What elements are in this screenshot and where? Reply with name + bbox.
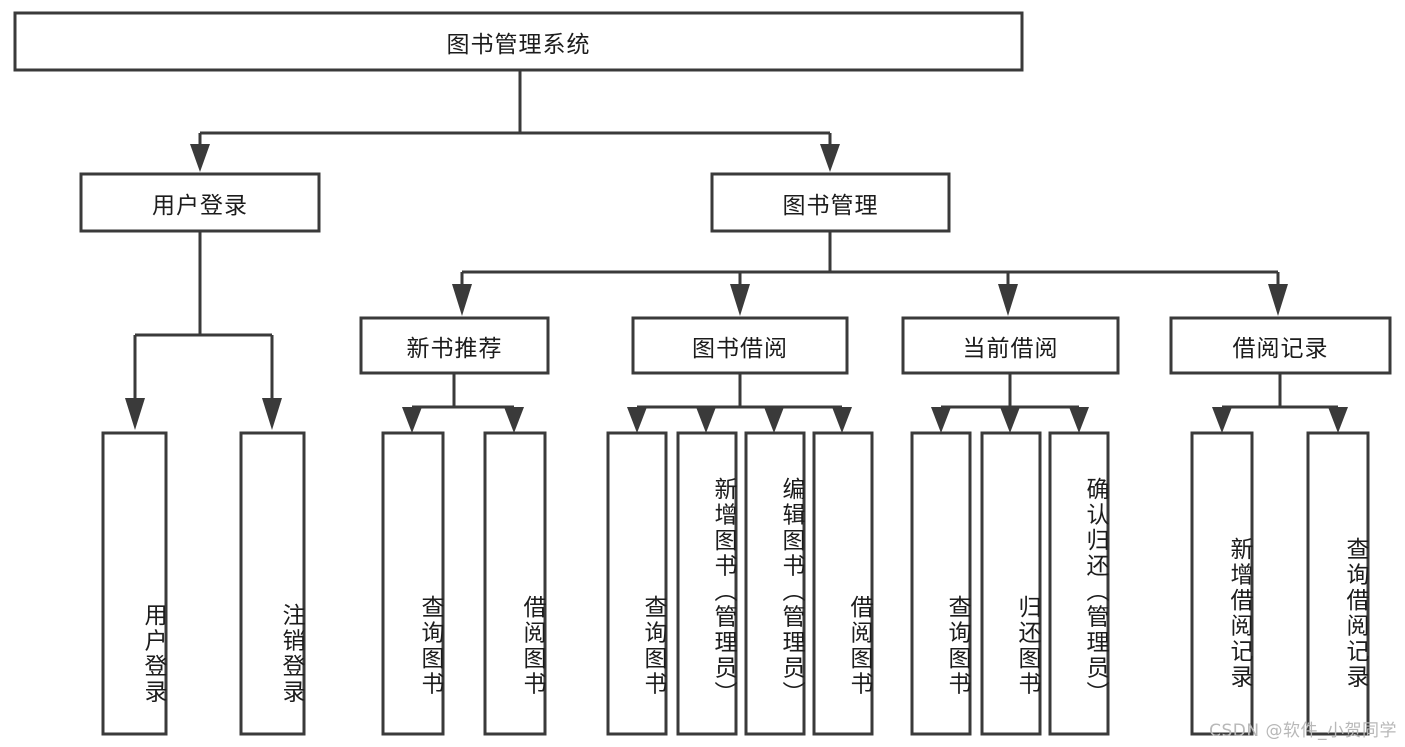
node-box-leaf-cb-2[interactable] bbox=[980, 431, 1042, 736]
node-box-book-manage[interactable] bbox=[710, 172, 951, 233]
arrow-head-cb-2 bbox=[1000, 407, 1020, 433]
arrow-head-bb-2 bbox=[696, 407, 716, 433]
node-box-leaf-nb-2[interactable] bbox=[483, 431, 547, 736]
node-box-leaf-nb-1[interactable] bbox=[381, 431, 445, 736]
node-box-user-login[interactable] bbox=[79, 172, 321, 233]
arrow-head-l3-2 bbox=[730, 284, 750, 316]
arrow-head-l3-4 bbox=[1268, 284, 1288, 316]
connector-user-login-to-leaves bbox=[125, 231, 282, 430]
connector-book-borrow-to-leaves bbox=[627, 373, 852, 433]
arrow-head-nb-2 bbox=[504, 407, 524, 433]
node-box-leaf-br-1[interactable] bbox=[1190, 431, 1254, 736]
arrow-head-nb-1 bbox=[402, 407, 422, 433]
node-box-leaf-bb-2[interactable] bbox=[676, 431, 738, 736]
node-box-book-borrow[interactable] bbox=[631, 316, 849, 375]
arrow-head-ul-2 bbox=[262, 398, 282, 430]
watermark-text: CSDN @软件_小贺同学 bbox=[1209, 721, 1397, 741]
node-box-leaf-ul-2[interactable] bbox=[239, 431, 306, 736]
arrow-head-bb-4 bbox=[832, 407, 852, 433]
arrow-head-bb-3 bbox=[764, 407, 784, 433]
node-box-leaf-bb-1[interactable] bbox=[606, 431, 668, 736]
node-box-leaf-ul-1[interactable] bbox=[101, 431, 168, 736]
arrow-head-ul-1 bbox=[125, 398, 145, 430]
node-box-leaf-cb-3[interactable] bbox=[1048, 431, 1110, 736]
node-box-leaf-bb-3[interactable] bbox=[744, 431, 806, 736]
arrow-head-bb-1 bbox=[627, 407, 647, 433]
connector-root-to-level2 bbox=[190, 70, 840, 172]
arrow-head-l3-1 bbox=[452, 284, 472, 316]
arrow-head-br-1 bbox=[1212, 407, 1232, 433]
arrow-head-l3-3 bbox=[998, 284, 1018, 316]
connector-current-borrow-to-leaves bbox=[931, 373, 1089, 433]
connector-borrow-record-to-leaves bbox=[1212, 373, 1348, 433]
node-box-leaf-cb-1[interactable] bbox=[910, 431, 972, 736]
node-box-current-borrow[interactable] bbox=[901, 316, 1120, 375]
arrow-head-user-login bbox=[190, 144, 210, 172]
connector-book-manage-to-level3 bbox=[452, 231, 1288, 316]
arrow-head-book-manage bbox=[820, 144, 840, 172]
node-box-root[interactable] bbox=[13, 11, 1024, 72]
node-box-leaf-br-2[interactable] bbox=[1306, 431, 1370, 736]
arrow-head-cb-3 bbox=[1069, 407, 1089, 433]
node-box-borrow-record[interactable] bbox=[1169, 316, 1392, 375]
arrow-head-br-2 bbox=[1328, 407, 1348, 433]
arrow-head-cb-1 bbox=[931, 407, 951, 433]
node-box-new-book-recommend[interactable] bbox=[359, 316, 550, 375]
connector-new-book-to-leaves bbox=[402, 373, 524, 433]
node-box-leaf-bb-4[interactable] bbox=[812, 431, 874, 736]
